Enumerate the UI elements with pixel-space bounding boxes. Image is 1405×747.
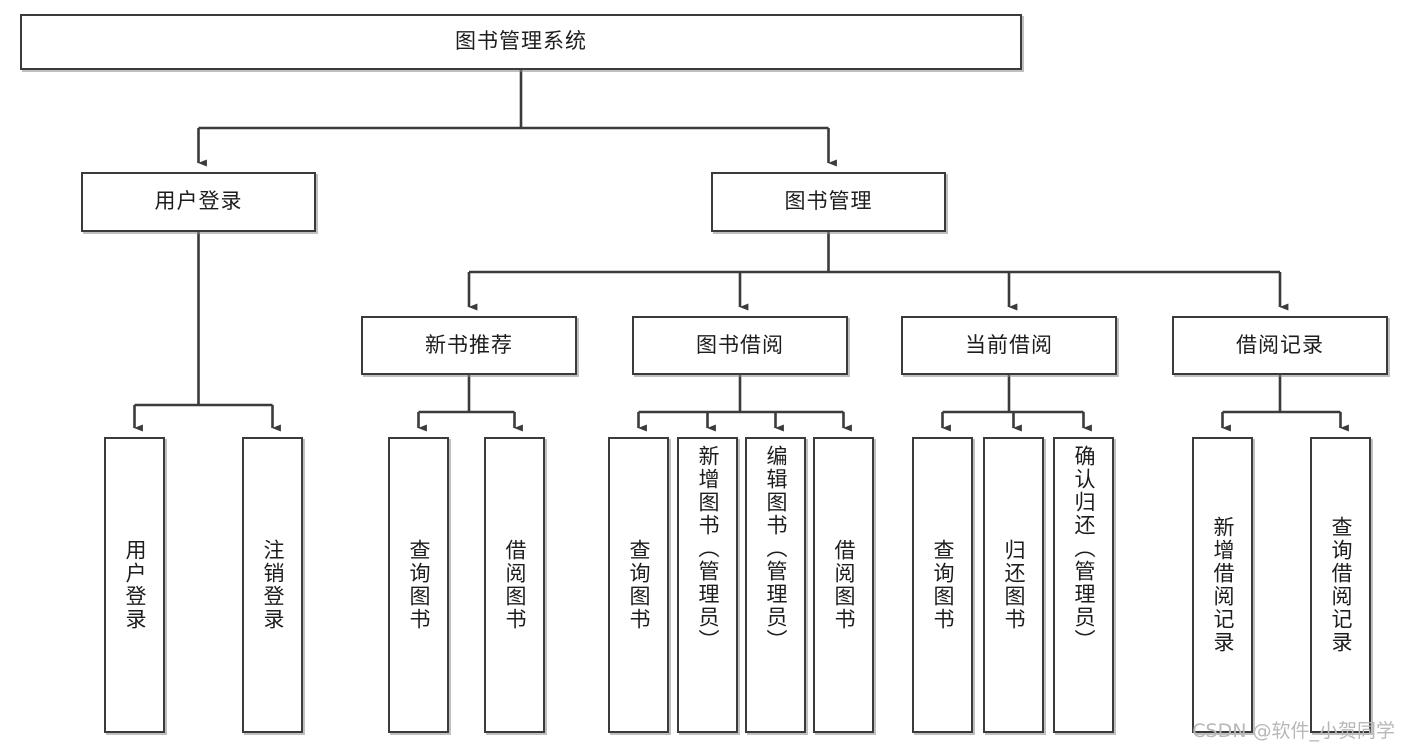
node-label: 查询图书 bbox=[930, 539, 955, 631]
node-new-book-recommend[interactable]: 新书推荐 bbox=[361, 316, 577, 375]
node-label: 借阅图书 bbox=[831, 539, 856, 631]
node-label: 查询图书 bbox=[626, 539, 651, 631]
node-leaf-return-book[interactable]: 归还图书 bbox=[983, 437, 1044, 733]
node-label: 确认归还（管理员） bbox=[1071, 445, 1096, 652]
node-label: 借阅记录 bbox=[1236, 332, 1324, 357]
node-leaf-query-book-1[interactable]: 查询图书 bbox=[388, 437, 449, 733]
node-leaf-confirm-return[interactable]: 确认归还（管理员） bbox=[1053, 437, 1114, 733]
node-label: 新增图书（管理员） bbox=[695, 445, 720, 652]
node-label: 当前借阅 bbox=[965, 332, 1053, 357]
node-label: 新增借阅记录 bbox=[1210, 516, 1235, 654]
node-user-login[interactable]: 用户登录 bbox=[81, 172, 316, 232]
node-leaf-query-book-2[interactable]: 查询图书 bbox=[608, 437, 669, 733]
node-label: 新书推荐 bbox=[425, 332, 513, 357]
node-label: 用户登录 bbox=[122, 539, 147, 631]
node-leaf-edit-book[interactable]: 编辑图书（管理员） bbox=[745, 437, 806, 733]
node-leaf-query-book-3[interactable]: 查询图书 bbox=[912, 437, 973, 733]
node-label: 借阅图书 bbox=[502, 539, 527, 631]
node-leaf-borrow-book-1[interactable]: 借阅图书 bbox=[484, 437, 545, 733]
node-label: 用户登录 bbox=[154, 189, 243, 214]
node-book-manage[interactable]: 图书管理 bbox=[711, 172, 946, 232]
node-book-borrow[interactable]: 图书借阅 bbox=[632, 316, 848, 375]
node-root[interactable]: 图书管理系统 bbox=[20, 14, 1022, 70]
node-leaf-query-record[interactable]: 查询借阅记录 bbox=[1310, 437, 1371, 733]
node-current-borrow[interactable]: 当前借阅 bbox=[901, 316, 1117, 375]
node-leaf-user-login[interactable]: 用户登录 bbox=[104, 437, 165, 733]
watermark-text: CSDN @软件_小贺同学 bbox=[1192, 720, 1395, 742]
node-label: 归还图书 bbox=[1001, 539, 1026, 631]
node-label: 查询图书 bbox=[406, 539, 431, 631]
node-label: 图书管理系统 bbox=[455, 29, 587, 54]
node-label: 注销登录 bbox=[260, 539, 285, 631]
node-label: 编辑图书（管理员） bbox=[763, 445, 788, 652]
node-label: 图书管理 bbox=[784, 189, 873, 214]
node-label: 图书借阅 bbox=[696, 332, 784, 357]
node-leaf-add-book[interactable]: 新增图书（管理员） bbox=[677, 437, 738, 733]
node-borrow-record[interactable]: 借阅记录 bbox=[1172, 316, 1388, 375]
node-leaf-logout[interactable]: 注销登录 bbox=[242, 437, 303, 733]
node-leaf-borrow-book-2[interactable]: 借阅图书 bbox=[813, 437, 874, 733]
node-leaf-add-record[interactable]: 新增借阅记录 bbox=[1192, 437, 1253, 733]
node-label: 查询借阅记录 bbox=[1328, 516, 1353, 654]
